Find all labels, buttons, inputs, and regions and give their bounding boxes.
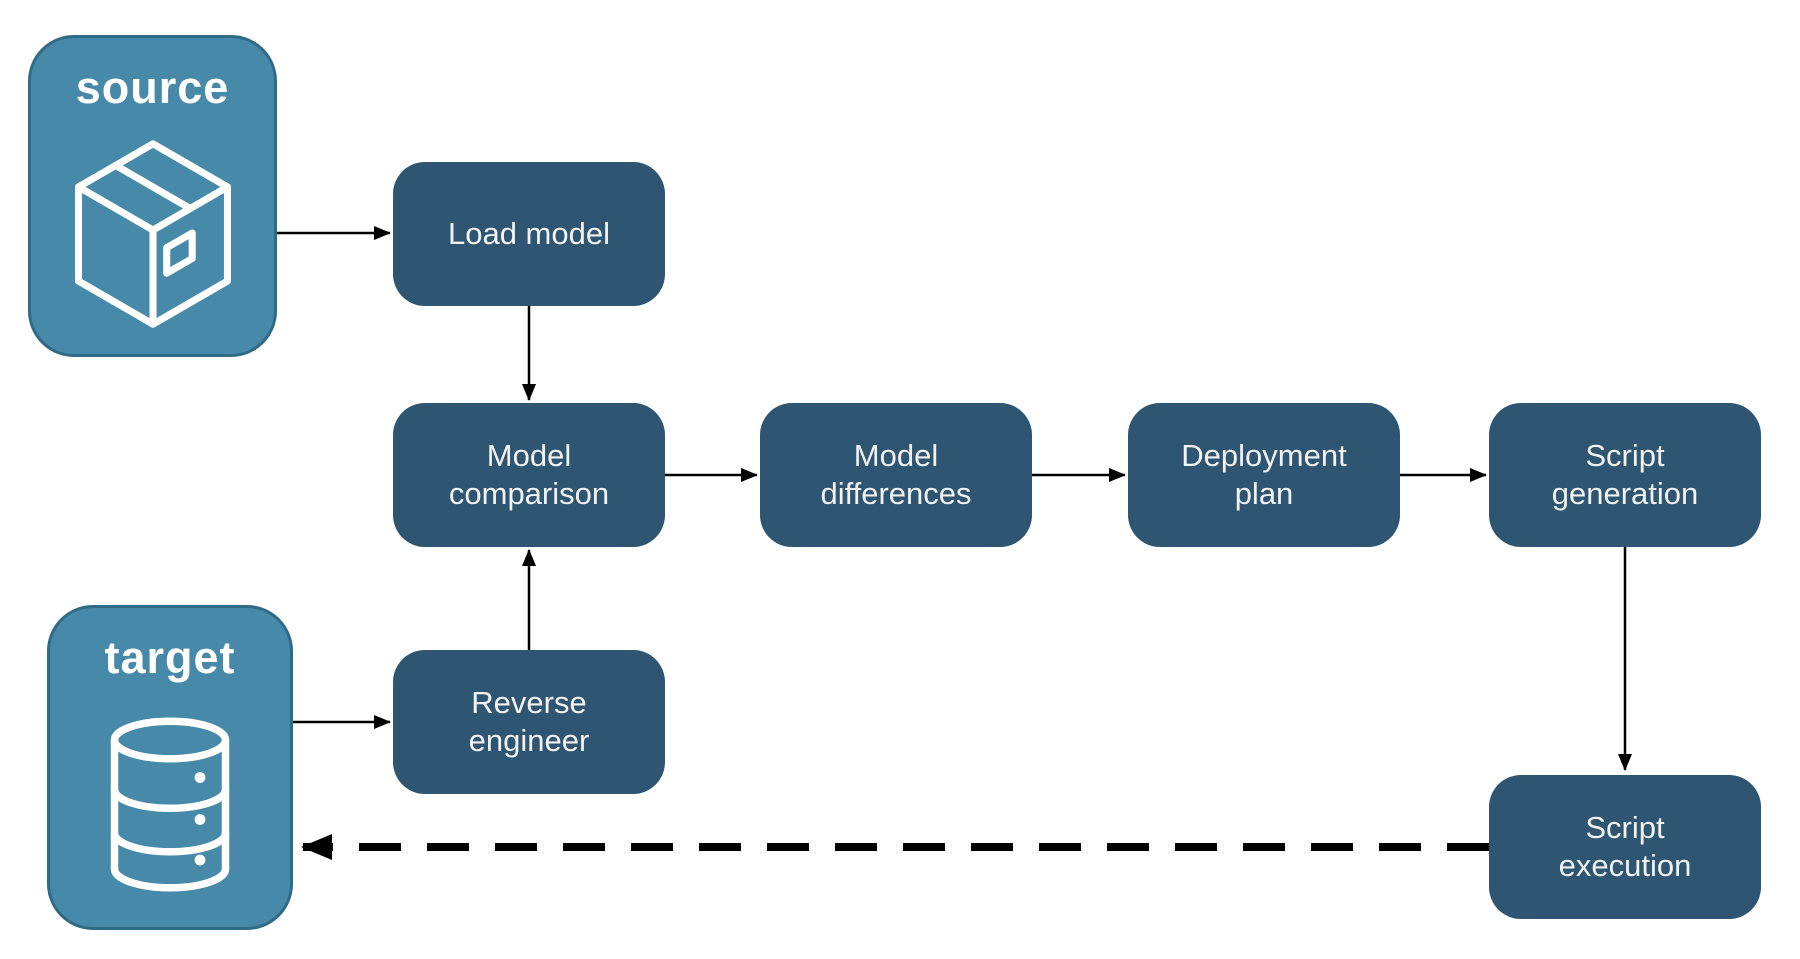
node-source: source xyxy=(28,35,277,357)
load-model-label: Load model xyxy=(447,216,610,251)
package-icon xyxy=(31,114,274,354)
node-load-model: Load model xyxy=(393,162,665,306)
target-label: target xyxy=(104,632,236,683)
database-icon xyxy=(50,684,290,927)
node-script-generation: Script generation xyxy=(1489,403,1761,547)
reverse-engineer-label: Reverse engineer xyxy=(468,685,590,758)
script-execution-label: Script execution xyxy=(1558,810,1692,883)
node-script-execution: Script execution xyxy=(1489,775,1761,919)
model-differences-label: Model differences xyxy=(820,438,972,511)
node-target: target xyxy=(47,605,293,930)
model-comparison-label: Model comparison xyxy=(448,438,610,511)
deployment-plan-label: Deployment plan xyxy=(1181,438,1347,511)
script-generation-label: Script generation xyxy=(1551,438,1699,511)
node-deployment-plan: Deployment plan xyxy=(1128,403,1400,547)
node-reverse-engineer: Reverse engineer xyxy=(393,650,665,794)
node-model-comparison: Model comparison xyxy=(393,403,665,547)
source-label: source xyxy=(75,62,230,113)
node-model-differences: Model differences xyxy=(760,403,1032,547)
